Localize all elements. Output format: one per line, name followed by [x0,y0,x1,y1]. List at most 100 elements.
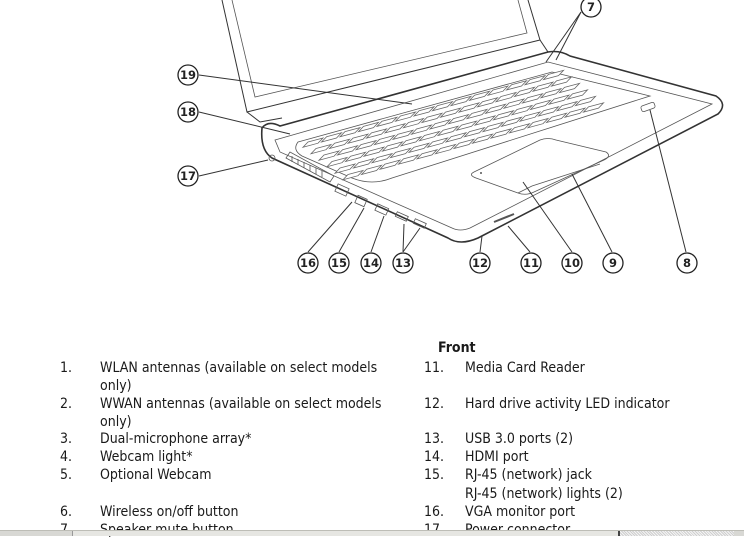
keyboard-key [486,85,510,96]
item-label: RJ-45 (network) lights (2) [465,486,623,502]
item-label: WLAN antennas (available on select model… [100,360,378,394]
callout-10: 10 [561,252,583,274]
svg-text:9: 9 [609,256,617,270]
item-number: 16. [424,504,445,520]
item-number: 11. [424,360,445,376]
keyboard-key [566,89,589,100]
callout-17: 17 [177,165,199,187]
keyboard-key [484,103,507,115]
item-label: Hard drive activity LED indicator [465,396,670,412]
scrollbar-track[interactable] [620,531,734,536]
keyboard-key [309,143,333,155]
keyboard-key [360,164,383,176]
keyboard-key [582,102,605,113]
keyboard-key [455,120,478,132]
keyboard-key [426,137,449,148]
keyboard-key [492,109,515,121]
item-label: Dual-microphone array* [100,431,252,447]
svg-text:13: 13 [395,256,411,270]
callout-19: 19 [177,64,199,86]
keyboard-key [529,99,552,111]
keyboard-key [505,80,528,91]
keyboard-key [320,132,343,143]
keyboard-key [375,116,399,128]
svg-text:7: 7 [587,0,595,14]
svg-text:16: 16 [300,256,316,270]
keyboard-key [471,133,494,145]
keyboard-key [463,126,486,138]
callout-14: 14 [360,252,382,274]
keyboard-key [383,122,407,134]
horizontal-scrollbar[interactable] [0,530,744,536]
callout-13: 13 [392,252,414,274]
keyboard-key [346,133,370,145]
keyboard-key [574,95,597,107]
keyboard-key [407,142,431,154]
keyboard-key [502,98,526,109]
item-label: WWAN antennas (available on select model… [100,396,382,430]
keyboard-key [531,81,555,93]
keyboard-key [341,169,365,181]
keyboard-key [344,151,367,163]
keyboard-key [539,87,563,99]
keyboard-key [399,135,423,147]
keyboard-key [447,113,470,125]
svg-text:14: 14 [363,256,379,270]
keyboard-key [542,69,565,81]
keyboard-key [521,93,544,104]
callout-9: 9 [602,252,624,274]
svg-text:17: 17 [180,169,196,183]
callout-15: 15 [328,252,350,274]
keyboard-key [420,112,444,124]
svg-text:12: 12 [472,256,488,270]
item-label: RJ-45 (network) jack [465,467,592,483]
item-number: 2. [60,396,73,412]
keyboard-key [545,112,568,124]
callout-8: 8 [676,252,698,274]
item-label: VGA monitor port [465,504,576,520]
scrollbar-thumb[interactable] [72,531,620,536]
callout-7: 7 [580,0,602,18]
keyboard-key [333,163,357,174]
keyboard-key [418,130,441,142]
keyboard-key [357,121,380,133]
keyboard-key [431,100,454,112]
svg-text:8: 8 [683,256,691,270]
item-label: Webcam light* [100,449,193,465]
laptop-diagram: 7 8 9 10 11 12 13 14 15 16 17 18 19 [177,0,724,274]
keyboard-key [523,74,547,86]
keyboard-key [328,138,351,150]
section-heading-front: Front [438,340,476,356]
item-label: Optional Webcam [100,467,212,483]
laptop-illustration [221,0,724,243]
callout-16: 16 [297,252,319,274]
callout-18: 18 [177,101,199,123]
keyboard-key [444,132,468,143]
keyboard-key [362,146,386,158]
keyboard-key [373,134,396,146]
keyboard-key [389,147,412,159]
item-number: 5. [60,467,73,483]
svg-text:18: 18 [180,105,196,119]
keyboard-key [402,117,425,129]
keyboard-key [365,128,388,139]
keyboard-key [494,91,518,103]
keyboard-key [513,86,536,98]
keyboard-key [465,108,489,120]
item-label: Wireless on/off button [100,504,239,520]
keyboard-key [550,76,573,87]
keyboard-key [338,126,362,138]
fingerprint-reader [640,101,656,113]
keyboard-key [436,125,460,137]
keyboard-key [510,104,534,116]
keyboard-key [439,107,462,119]
svg-text:11: 11 [523,256,539,270]
item-number: 15. [424,467,445,483]
item-number: 12. [424,396,445,412]
keyboard-key [555,100,579,112]
keyboard-key [397,154,420,165]
keyboard-key [325,156,349,168]
callout-12: 12 [469,252,491,274]
keyboard-key [434,143,457,155]
touchpad [471,138,609,195]
